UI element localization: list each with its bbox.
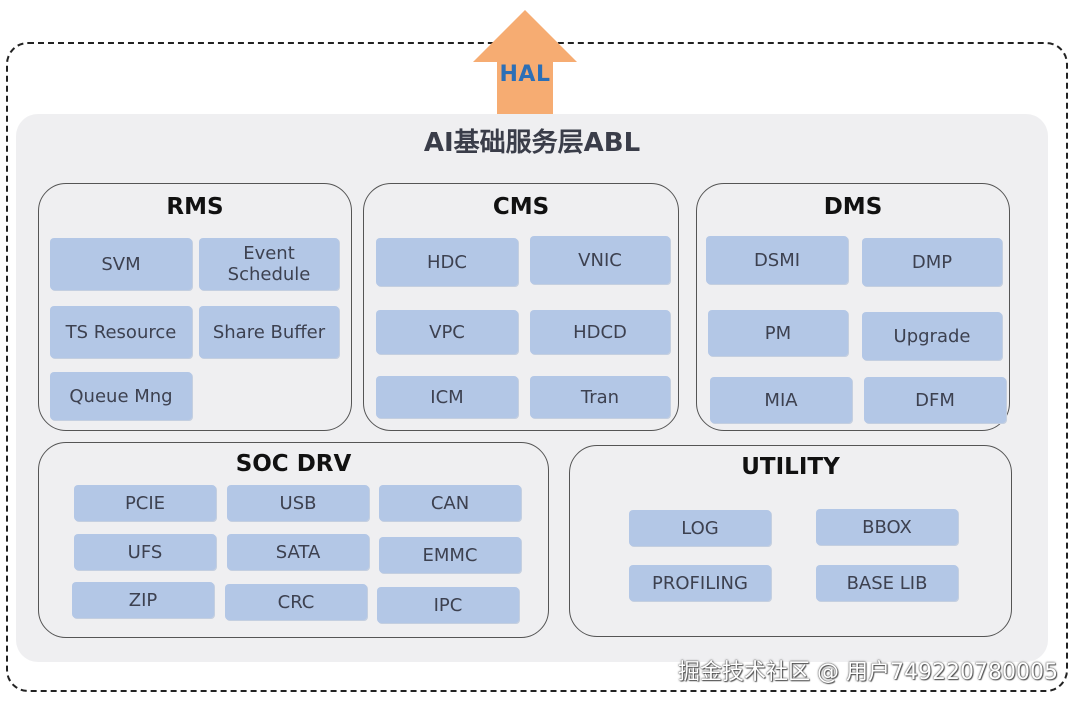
dms-item-dsmi: DSMI	[706, 236, 848, 284]
up-arrow-icon	[473, 10, 577, 118]
utility-item-log: LOG	[629, 510, 771, 546]
soc-item-usb: USB	[227, 485, 369, 521]
rms-item-ts-resource: TS Resource	[50, 306, 192, 358]
utility-item-base-lib: BASE LIB	[816, 565, 958, 601]
soc-item-can: CAN	[379, 485, 521, 521]
dms-item-pm: PM	[708, 310, 848, 356]
soc-drv-group-title: SOC DRV	[235, 451, 352, 477]
cms-item-hdc: HDC	[376, 238, 518, 286]
rms-item-queue-mng: Queue Mng	[50, 372, 192, 420]
dms-item-mia: MIA	[710, 377, 852, 423]
abl-layer-title: AI基础服务层ABL	[423, 128, 641, 158]
cms-item-tran: Tran	[530, 376, 670, 418]
soc-item-ipc: IPC	[377, 587, 519, 623]
cms-group-title: CMS	[492, 194, 550, 220]
cms-item-vpc: VPC	[376, 310, 518, 354]
rms-group: RMS SVM Event Schedule TS Resource Share…	[38, 183, 352, 431]
rms-group-title: RMS	[166, 194, 224, 220]
cms-item-icm: ICM	[376, 376, 518, 418]
cms-group: CMS HDC VNIC VPC HDCD ICM Tran	[363, 183, 679, 431]
soc-item-ufs: UFS	[74, 534, 216, 570]
rms-item-share-buffer: Share Buffer	[199, 306, 339, 358]
watermark-text: 掘金技术社区 @ 用户749220780005	[678, 660, 1058, 685]
utility-item-profiling: PROFILING	[629, 565, 771, 601]
hal-label: HAL	[499, 62, 551, 87]
cms-item-vnic: VNIC	[530, 236, 670, 284]
soc-item-pcie: PCIE	[74, 485, 216, 521]
soc-item-zip: ZIP	[72, 582, 214, 618]
soc-item-crc: CRC	[225, 584, 367, 620]
rms-item-svm: SVM	[50, 238, 192, 290]
soc-item-sata: SATA	[227, 534, 369, 570]
utility-group-title: UTILITY	[741, 454, 840, 480]
cms-item-hdcd: HDCD	[530, 310, 670, 354]
rms-item-event-schedule: Event Schedule	[199, 238, 339, 290]
utility-item-bbox: BBOX	[816, 509, 958, 545]
dms-item-upgrade: Upgrade	[862, 312, 1002, 360]
dms-group: DMS DSMI DMP PM Upgrade MIA DFM	[696, 183, 1010, 431]
soc-item-emmc: EMMC	[379, 537, 521, 573]
dms-item-dmp: DMP	[862, 238, 1002, 286]
soc-drv-group: SOC DRV PCIE USB CAN UFS SATA EMMC ZIP C…	[38, 442, 549, 638]
utility-group: UTILITY LOG BBOX PROFILING BASE LIB	[569, 445, 1012, 637]
dms-group-title: DMS	[823, 194, 883, 220]
dms-item-dfm: DFM	[864, 377, 1006, 423]
